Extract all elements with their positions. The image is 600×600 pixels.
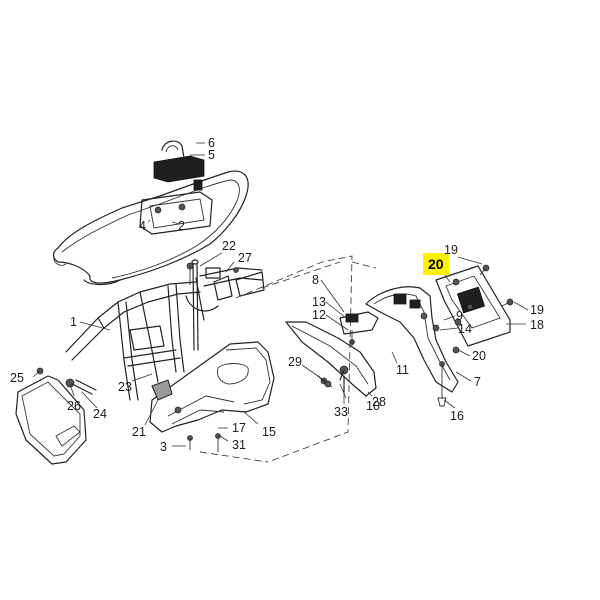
rear-undertray	[149, 341, 275, 452]
label-part-9[interactable]: 9	[456, 309, 463, 323]
label-part-28-visible[interactable]: 28	[372, 395, 386, 409]
label-part-3[interactable]: 3	[160, 440, 167, 454]
label-part-25[interactable]: 25	[10, 371, 24, 385]
plate-bracket	[435, 264, 514, 354]
label-part-17[interactable]: 17	[232, 421, 246, 435]
label-part-23[interactable]: 23	[118, 380, 132, 394]
label-part-8[interactable]: 8	[312, 273, 319, 287]
label-part-21[interactable]: 21	[132, 425, 146, 439]
fender-bracket	[339, 311, 379, 346]
label-part-29[interactable]: 29	[288, 355, 302, 369]
label-part-24[interactable]: 24	[93, 407, 107, 421]
fender-bolts	[317, 375, 345, 393]
label-part-19-right[interactable]: 19	[530, 303, 544, 317]
label-part-11[interactable]: 11	[396, 363, 409, 377]
label-part-5[interactable]: 5	[208, 148, 215, 162]
leader-lines	[32, 252, 529, 447]
label-part-20[interactable]: 20	[472, 349, 486, 363]
label-part-18[interactable]: 18	[530, 318, 544, 332]
label-part-10[interactable]: 10	[366, 399, 380, 413]
label-part-1[interactable]: 1	[70, 315, 77, 329]
label-part-12[interactable]: 12	[312, 308, 326, 322]
rear-subframe	[65, 262, 265, 401]
label-part-33[interactable]: 33	[334, 405, 348, 419]
label-part-19-top[interactable]: 19	[444, 243, 458, 257]
label-part-26[interactable]: 26	[67, 399, 81, 413]
label-part-16[interactable]: 16	[450, 409, 464, 423]
seat-lock-assembly	[139, 140, 213, 235]
assembly-guide-lines	[199, 255, 377, 463]
label-part-7[interactable]: 7	[474, 375, 481, 389]
label-part-20-highlighted[interactable]: 20	[428, 256, 444, 272]
highlight-marker	[423, 253, 449, 275]
label-part-6[interactable]: 6	[208, 136, 215, 150]
label-part-2[interactable]: 2	[178, 219, 185, 233]
label-part-31[interactable]: 31	[232, 438, 246, 452]
label-part-27[interactable]: 27	[238, 251, 252, 265]
left-side-bracket	[15, 367, 97, 465]
license-plate-holder	[365, 286, 459, 407]
seat-support-rod	[191, 259, 199, 351]
label-part-22[interactable]: 22	[222, 239, 236, 253]
part-number-labels: 20 6 5 4 2 22 27 1 25 26 24 23 21 3 17 3…	[10, 136, 544, 454]
label-part-14[interactable]: 14	[458, 322, 472, 336]
label-part-4[interactable]: 4	[139, 219, 146, 233]
seat-outline	[52, 170, 249, 286]
label-part-15[interactable]: 15	[262, 425, 276, 439]
label-part-13[interactable]: 13	[312, 295, 326, 309]
